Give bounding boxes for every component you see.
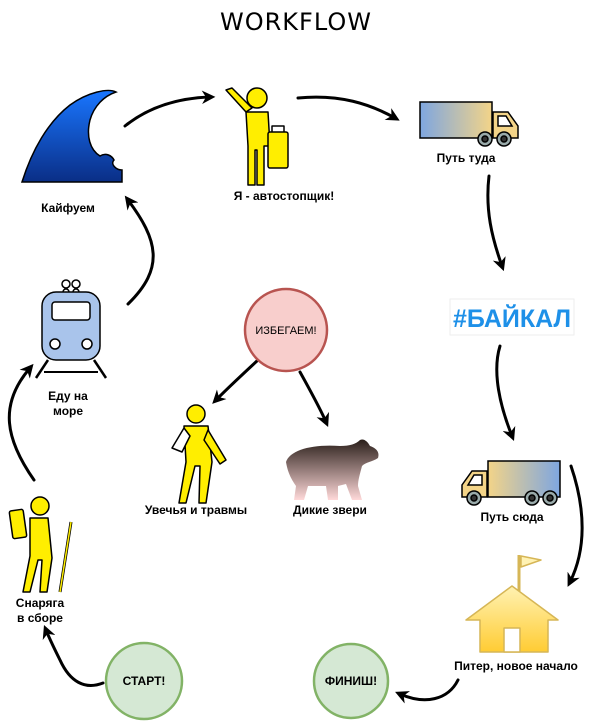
home-node: Питер, новое начало bbox=[454, 555, 578, 673]
train-node: Еду на море bbox=[34, 279, 108, 418]
animals-label: Дикие звери bbox=[293, 503, 367, 517]
avoid-label: ИЗБЕГАЕМ! bbox=[255, 325, 316, 337]
hitchhiker-icon bbox=[225, 87, 289, 186]
finish-node: ФИНИШ! bbox=[312, 642, 390, 720]
baikal-hashtag: #БАЙКАЛ bbox=[453, 303, 571, 333]
flow-arrows bbox=[7, 90, 584, 704]
wave-icon bbox=[20, 89, 123, 183]
arrow-gear-to-train bbox=[7, 363, 36, 482]
arrow-avoid-to-injuries bbox=[212, 358, 260, 404]
gear-label-line2: в сборе bbox=[17, 611, 63, 625]
arrow-wave-to-hitchhiker bbox=[123, 90, 216, 128]
injuries-label: Увечья и травмы bbox=[145, 503, 247, 517]
hiker-icon bbox=[8, 496, 73, 593]
injuries-node: Увечья и травмы bbox=[145, 404, 247, 517]
arrow-truck-to-baikal bbox=[486, 174, 506, 272]
arrow-train-to-wave bbox=[124, 195, 155, 306]
start-label: СТАРТ! bbox=[123, 674, 166, 688]
truck-back-label: Путь сюда bbox=[480, 510, 543, 524]
gear-label-line1: Снаряга bbox=[16, 596, 65, 610]
truck-there-label: Путь туда bbox=[437, 151, 496, 165]
finish-label: ФИНИШ! bbox=[325, 674, 377, 688]
injured-person-icon bbox=[171, 404, 227, 504]
wave-node: Кайфуем bbox=[20, 89, 123, 215]
house-icon bbox=[465, 555, 559, 653]
baikal-node: #БАЙКАЛ bbox=[449, 298, 575, 336]
bear-icon bbox=[286, 439, 379, 500]
wave-label: Кайфуем bbox=[41, 201, 95, 215]
train-label-line2: море bbox=[53, 404, 83, 418]
arrow-baikal-to-truck-back bbox=[495, 344, 516, 442]
arrow-start-to-gear bbox=[42, 624, 105, 687]
arrow-hitchhiker-to-truck bbox=[296, 95, 400, 121]
animals-node: Дикие звери bbox=[286, 439, 379, 517]
truck-icon bbox=[419, 101, 519, 147]
page-title: WORKFLOW bbox=[220, 8, 372, 36]
hitchhiker-node: Я - автостопщик! bbox=[225, 87, 335, 203]
arrow-truck-back-to-home bbox=[567, 464, 584, 587]
arrow-home-to-finish bbox=[395, 678, 460, 704]
truck-icon bbox=[461, 460, 561, 506]
arrow-avoid-to-animals bbox=[298, 370, 330, 427]
avoid-node: ИЗБЕГАЕМ! bbox=[243, 287, 329, 373]
gear-node: Снаряга в сборе bbox=[8, 496, 73, 625]
train-icon bbox=[34, 279, 108, 379]
truck-there-node: Путь туда bbox=[419, 101, 519, 165]
truck-back-node: Путь сюда bbox=[461, 460, 561, 524]
start-node: СТАРТ! bbox=[104, 641, 184, 721]
home-label: Питер, новое начало bbox=[454, 659, 578, 673]
train-label-line1: Еду на bbox=[48, 389, 88, 403]
hitchhiker-label: Я - автостопщик! bbox=[234, 189, 335, 203]
